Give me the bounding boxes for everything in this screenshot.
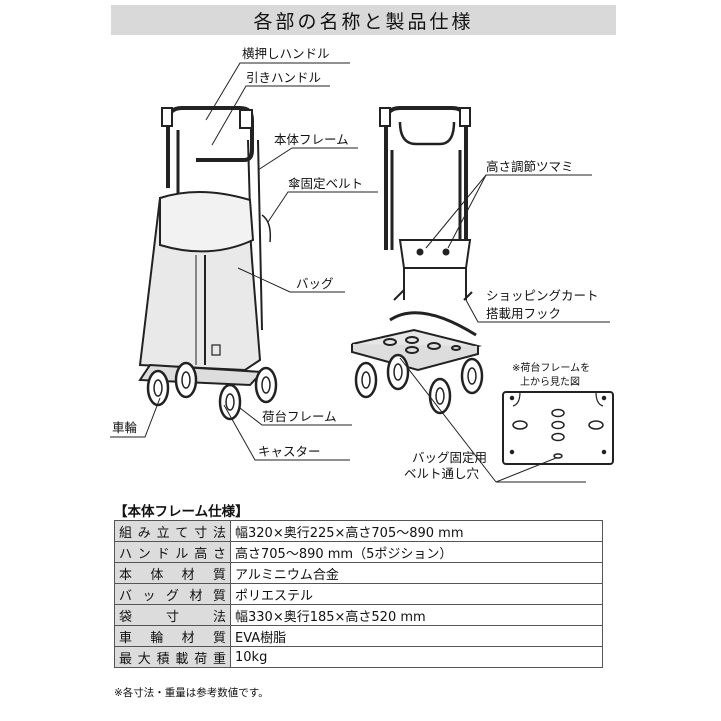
spec-row: 本体材質 アルミニウム合金	[114, 562, 603, 584]
label-bag: バッグ	[296, 276, 334, 291]
label-view-note-line2: 上から見た図	[520, 376, 580, 388]
spec-value: ポリエステル	[230, 583, 603, 605]
label-hontai-frame: 本体フレーム	[274, 132, 349, 147]
spec-value: 高さ705〜890 mm（5ポジション）	[230, 541, 603, 563]
page-title: 各部の名称と製品仕様	[111, 5, 616, 35]
label-yokoosi-handle: 横押しハンドル	[242, 46, 330, 61]
spec-note: ※各寸法・重量は参考数値です。	[114, 687, 269, 699]
spec-row: 組み立て寸法 幅320×奥行225×高さ705〜890 mm	[114, 520, 603, 542]
label-takasa-tsumami: 高さ調節ツマミ	[486, 159, 574, 174]
spec-key: バッグ材質	[114, 583, 231, 605]
spec-key: 本体材質	[114, 562, 231, 584]
spec-key: 最大積載荷重	[114, 646, 231, 668]
frame-only-illustration	[351, 106, 482, 372]
label-nidai-frame: 荷台フレーム	[262, 409, 337, 424]
label-view-note-line1: ※荷台フレームを	[512, 361, 590, 374]
label-sharin: 車輪	[112, 420, 138, 435]
label-belt-hole-line1: バッグ固定用	[412, 450, 487, 465]
spec-row: 車輪材質 EVA樹脂	[114, 625, 603, 647]
spec-key: 車輪材質	[114, 625, 231, 647]
cart-with-bag-illustration	[138, 106, 272, 387]
spec-value: EVA樹脂	[230, 625, 603, 647]
loading-frame-top-view	[502, 391, 614, 465]
label-caster: キャスター	[258, 444, 321, 459]
label-belt-hole-line2: ベルト通し穴	[404, 466, 480, 481]
spec-key: 袋寸法	[114, 604, 231, 626]
label-hook-line2: 搭載用フック	[486, 306, 561, 321]
spec-row: ハンドル高さ 高さ705〜890 mm（5ポジション）	[114, 541, 603, 563]
label-kasa-belt: 傘固定ベルト	[288, 176, 363, 191]
spec-row: 最大積載荷重 10kg	[114, 646, 603, 668]
spec-key: ハンドル高さ	[114, 541, 231, 563]
label-hiki-handle: 引きハンドル	[246, 70, 321, 85]
parts-diagram: 横押しハンドル 引きハンドル 本体フレーム 傘固定ベルト バッグ 車輪 荷台フレ…	[110, 46, 614, 483]
spec-value: 幅320×奥行225×高さ705〜890 mm	[230, 520, 603, 542]
spec-table: 組み立て寸法 幅320×奥行225×高さ705〜890 mm ハンドル高さ 高さ…	[114, 520, 603, 668]
label-hook-line1: ショッピングカート	[486, 288, 599, 303]
leader-lines	[110, 62, 610, 483]
spec-heading: 【本体フレーム仕様】	[114, 504, 249, 520]
spec-row: 袋寸法 幅330×奥行185×高さ520 mm	[114, 604, 603, 626]
spec-row: バッグ材質 ポリエステル	[114, 583, 603, 605]
spec-value: 幅330×奥行185×高さ520 mm	[230, 604, 603, 626]
spec-value: アルミニウム合金	[230, 562, 603, 584]
spec-value: 10kg	[230, 646, 603, 668]
spec-key: 組み立て寸法	[114, 520, 231, 542]
